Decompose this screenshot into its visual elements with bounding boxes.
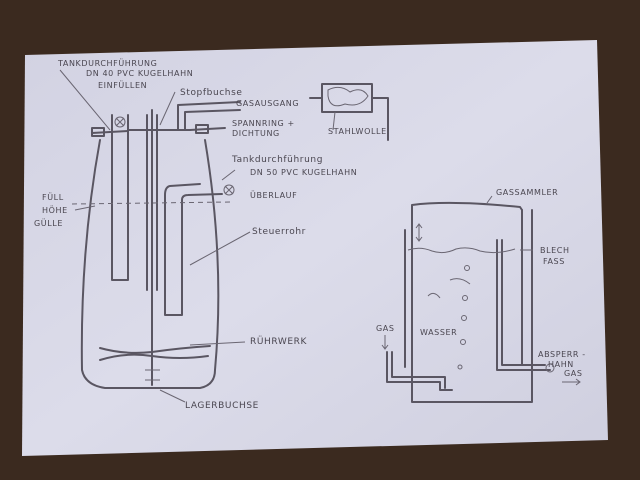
label-valve-dn40: DN 40 PVC KUGELHAHN bbox=[86, 69, 193, 78]
label-tank-feedthrough-1: TANKDURCHFÜHRUNG bbox=[57, 58, 157, 68]
label-gas-collector: GASSAMMLER bbox=[496, 188, 558, 197]
gas-holder-drawing bbox=[381, 195, 581, 403]
label-shutoff-valve-2: HAHN bbox=[548, 360, 574, 369]
label-gas-out: GAS bbox=[564, 369, 583, 378]
label-clamp-ring-1: SPANNRING + bbox=[232, 119, 295, 128]
label-sheet-barrel-1: BLECH bbox=[540, 246, 570, 255]
label-overflow: ÜBERLAUF bbox=[250, 190, 297, 200]
label-gas-outlet: GASAUSGANG bbox=[236, 99, 299, 108]
label-stuffing-box: Stopfbuchse bbox=[180, 88, 243, 98]
paper-sheet bbox=[22, 40, 608, 456]
label-shutoff-valve-1: ABSPERR - bbox=[538, 350, 586, 359]
label-water: WASSER bbox=[420, 328, 457, 337]
label-fill-level-2: HÖHE bbox=[42, 205, 68, 215]
label-fill-in: EINFÜLLEN bbox=[98, 80, 147, 90]
label-tank-feedthrough-2: Tankdurchführung bbox=[231, 155, 323, 165]
label-bearing-bush: LAGERBUCHSE bbox=[185, 401, 259, 411]
label-sheet-barrel-2: FASS bbox=[543, 257, 565, 266]
label-fill-level-1: FÜLL bbox=[42, 192, 64, 202]
label-gas-in: GAS bbox=[376, 324, 395, 333]
fermenter-drawing bbox=[59, 69, 389, 403]
label-agitator: RÜHRWERK bbox=[250, 336, 308, 347]
label-clamp-ring-2: DICHTUNG bbox=[232, 129, 280, 138]
label-valve-dn50: DN 50 PVC KUGELHAHN bbox=[250, 168, 357, 177]
label-fill-level-3: GÜLLE bbox=[34, 218, 63, 228]
label-steel-wool: STAHLWOLLE bbox=[328, 127, 387, 136]
label-control-pipe: Steuerrohr bbox=[252, 227, 306, 237]
